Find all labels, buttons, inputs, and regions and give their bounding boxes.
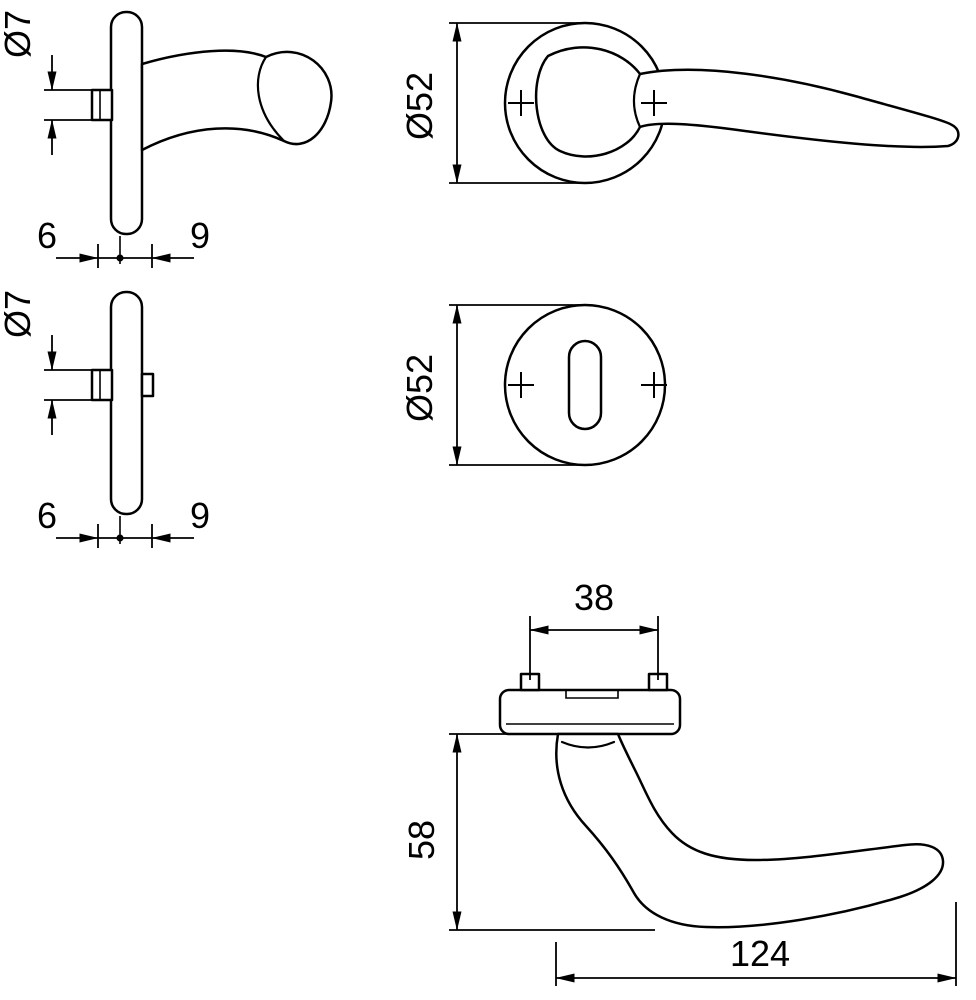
screw-center-cross-left (508, 90, 534, 116)
dim-label-offset-front: 6 (37, 215, 57, 256)
view-handle-top: 38 58 124 (401, 577, 957, 986)
dim-label-rose-diameter: Ø52 (399, 72, 440, 140)
rosette-side-profile (109, 290, 144, 516)
spindle (90, 368, 114, 402)
handle-grip-crescent-contour (256, 55, 286, 143)
handle-top-profile (555, 732, 945, 929)
screw-center-cross-left (508, 372, 534, 398)
handle-grip-profile (140, 49, 333, 152)
spindle (90, 88, 114, 122)
rosette-side-profile (109, 10, 144, 236)
view-handle-side: Ø7 6 9 (0, 10, 333, 268)
dim-label-length: 124 (730, 933, 790, 974)
handle-front-profile (534, 46, 960, 158)
dim-label-spindle-diameter: Ø7 (0, 10, 38, 58)
spindle-notch (565, 690, 619, 699)
screw-center-cross-right (641, 372, 667, 398)
view-rose-side: Ø7 6 9 (0, 290, 210, 548)
mounting-bar (498, 688, 682, 736)
view-handle-front: Ø52 (399, 21, 960, 185)
dim-label-offset-back: 9 (190, 215, 210, 256)
screw-center-cross-right (641, 90, 667, 116)
keyhole-slot (567, 339, 603, 431)
dim-label-rose-diameter: Ø52 (399, 354, 440, 422)
dim-label-projection: 58 (401, 820, 442, 860)
hub-boss (140, 372, 155, 398)
handle-neck-contour (632, 72, 642, 129)
dim-label-screw-spacing: 38 (574, 577, 614, 618)
dim-label-offset-front: 6 (37, 495, 57, 536)
dim-label-offset-back: 9 (190, 495, 210, 536)
view-key-rose-front: Ø52 (399, 303, 667, 467)
handle-neck-collar-contour (560, 740, 616, 749)
dim-label-spindle-diameter: Ø7 (0, 290, 38, 338)
